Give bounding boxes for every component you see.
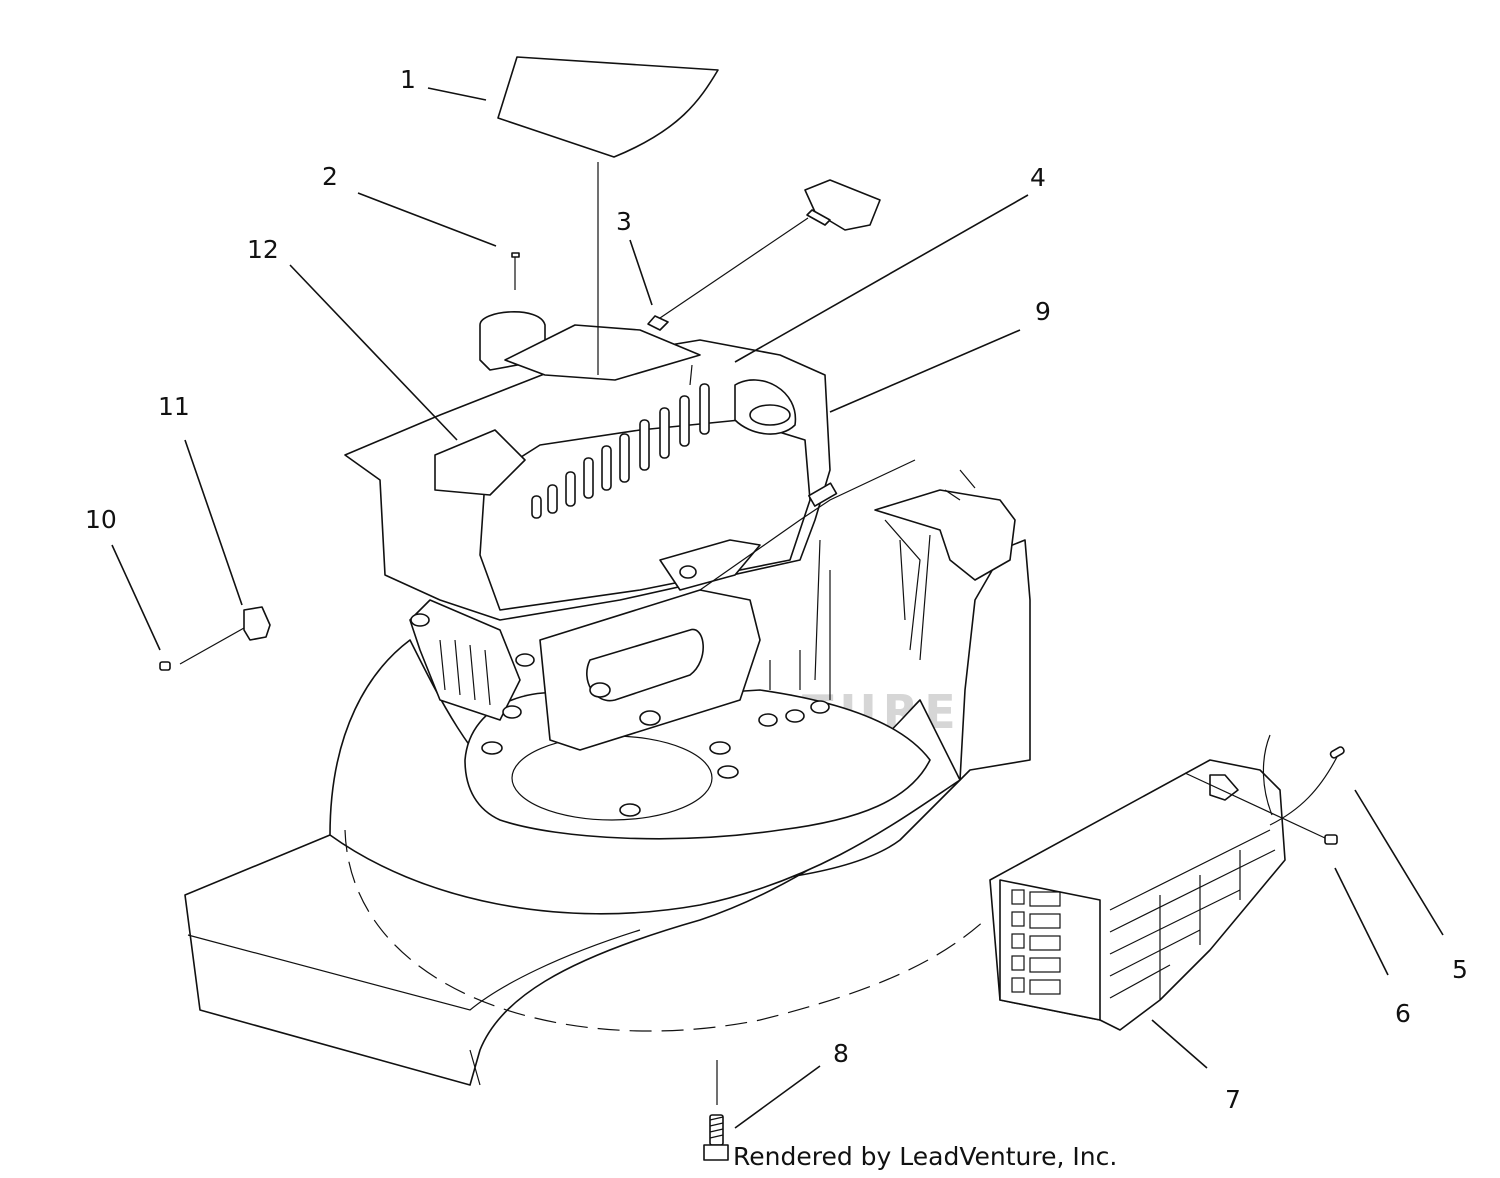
dipstick-part <box>647 179 881 331</box>
screw-part <box>511 252 520 290</box>
cooling-fins <box>531 383 710 519</box>
callout-12: 12 <box>247 235 279 264</box>
callout-1: 1 <box>400 65 416 94</box>
credit-text: Rendered by LeadVenture, Inc. <box>733 1142 1117 1171</box>
bolt-part <box>703 1060 729 1161</box>
callout-2: 2 <box>322 162 338 191</box>
callout-6: 6 <box>1395 999 1411 1028</box>
callout-10: 10 <box>85 505 117 534</box>
callout-9: 9 <box>1035 297 1051 326</box>
engine <box>344 311 916 751</box>
callout-5: 5 <box>1452 955 1468 984</box>
callout-4: 4 <box>1030 163 1046 192</box>
callout-8: 8 <box>833 1039 849 1068</box>
cable-part <box>1262 734 1345 826</box>
callout-7: 7 <box>1225 1085 1241 1114</box>
callout-11: 11 <box>158 392 190 421</box>
decal-part <box>497 56 719 158</box>
deflector-screw-part <box>1184 772 1338 845</box>
leader-lines <box>111 87 1444 1129</box>
deflector-part <box>989 759 1286 1031</box>
small-screw-part <box>159 661 171 671</box>
clip-part <box>179 606 271 665</box>
callout-3: 3 <box>616 207 632 236</box>
